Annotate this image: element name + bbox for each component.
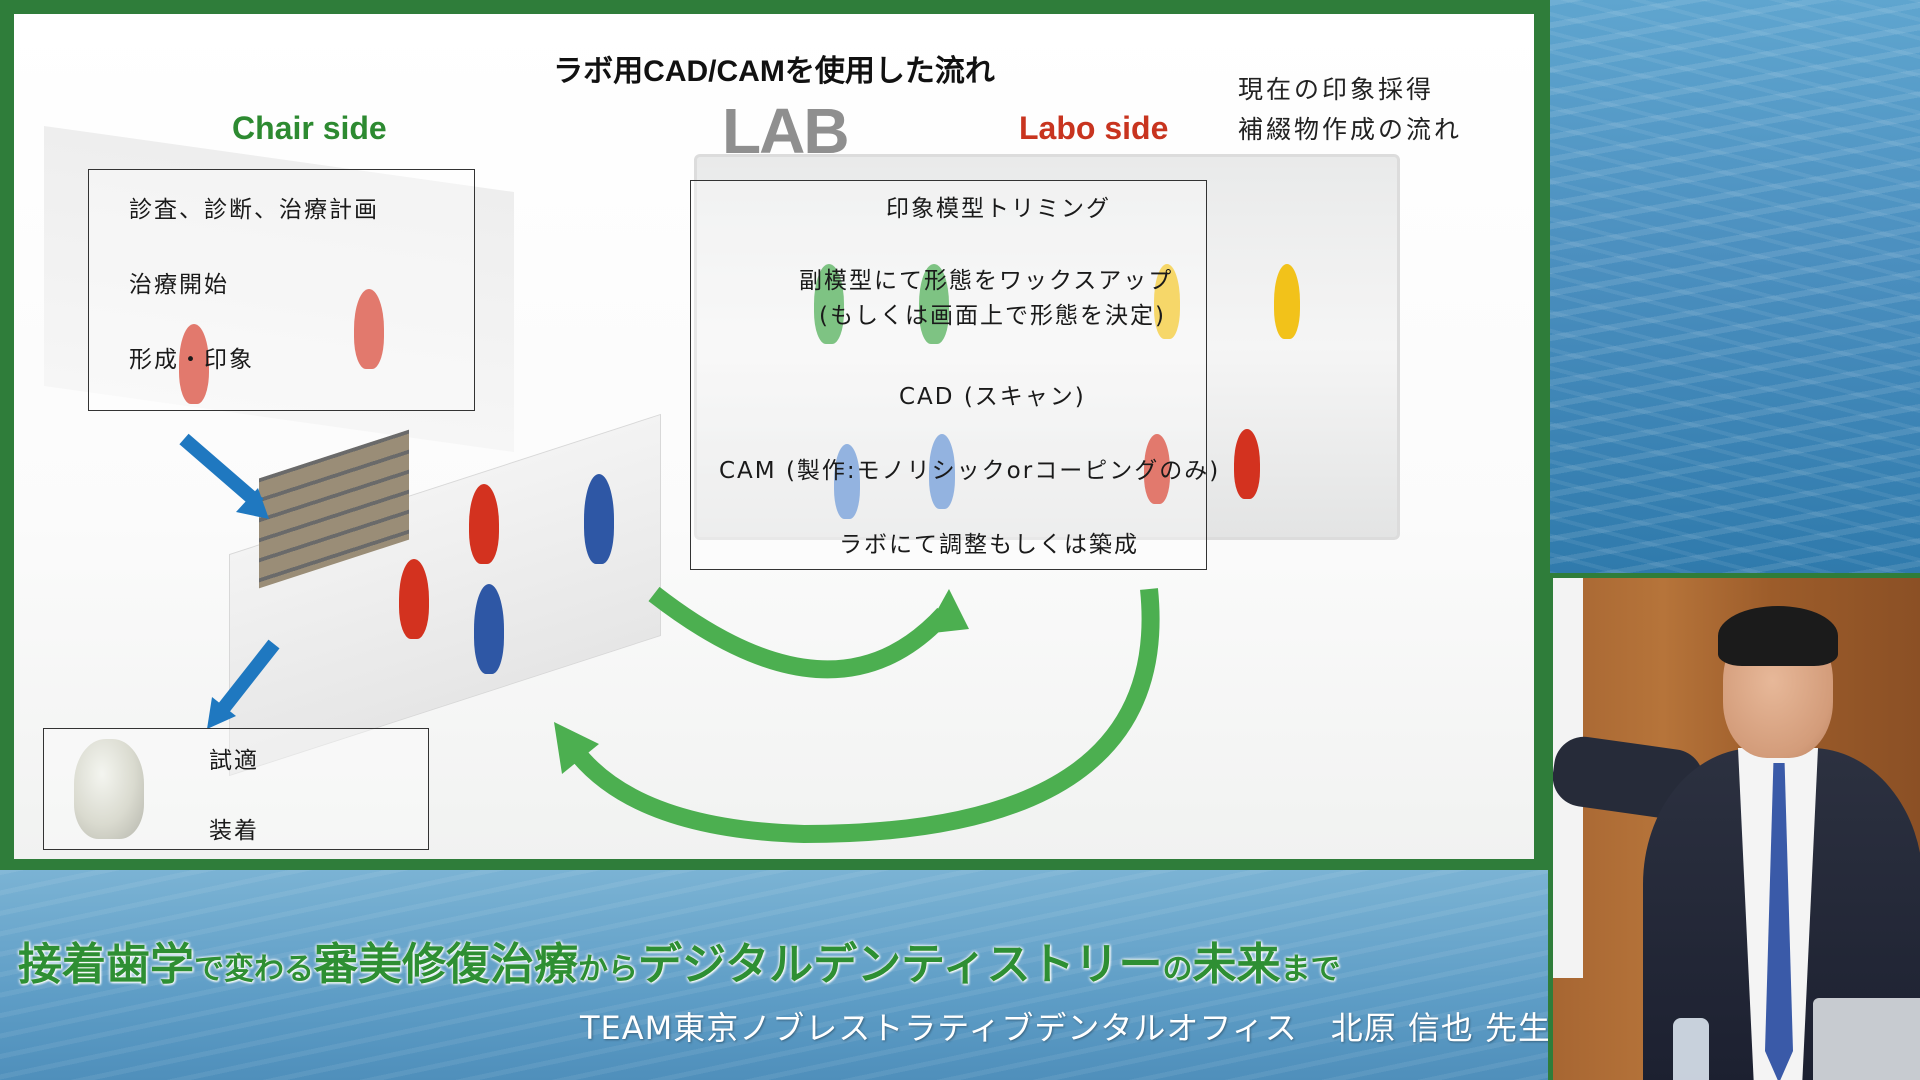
flow-arrows [179,433,1160,844]
lab-step: (もしくは画面上で形態を決定) [819,303,1166,329]
blue-arrow-head [207,697,236,729]
red-figure [1234,429,1260,499]
blue-figure [584,474,614,564]
title-part: の [1162,952,1193,987]
note-line: 補綴物作成の流れ [1238,115,1463,144]
blue-arrow-down-left [213,639,280,719]
red-figure [354,289,384,369]
lecture-title: 接着歯学で変わる審美修復治療からデジタルデンティストリーの未来まで [18,928,1340,992]
note-line: 現在の印象採得 [1238,75,1435,104]
lab-step: ラボにて調整もしくは築成 [839,532,1139,558]
title-part: 未来 [1192,939,1281,990]
green-arrow-to-lab [648,586,951,679]
slide-title: ラボ用CAD/CAMを使用した流れ [553,55,995,88]
lecturer-credit: TEAM東京ノブレストラティブデンタルオフィス 北原 信也 先生 [580,1009,1552,1047]
title-part: から [578,952,638,987]
speaker-hair [1718,606,1838,666]
title-part: で変わる [194,952,314,987]
title-part: 審美修復治療 [314,939,578,990]
fit-step: 試適 [209,748,259,774]
green-arrow-head [554,722,599,774]
green-figure [919,264,949,344]
lab-step: 副模型にて形態をワックスアップ [799,268,1174,294]
yellow-figure [1154,264,1180,339]
crown-image [74,739,144,839]
title-part: デジタルデンティストリー [638,939,1163,990]
blue-arrow-head [236,488,269,519]
blue-figure [474,584,504,674]
slide-frame: ラボ用CAD/CAMを使用した流れ Chair side LAB Labo si… [0,0,1550,870]
fit-steps-box: 試適 装着 [43,728,429,850]
lab-step: 印象模型トリミング [886,196,1111,222]
water-bottle [1673,1018,1709,1080]
blue-arrow-down [179,433,264,510]
green-arrow-head [924,589,969,634]
laptop [1813,998,1920,1080]
red-figure [1144,434,1170,504]
lab-step: CAD (スキャン) [899,384,1086,410]
chair-step: 形成・印象 [129,347,254,373]
red-figure [179,324,209,404]
presentation-slide: ラボ用CAD/CAMを使用した流れ Chair side LAB Labo si… [14,14,1534,859]
labo-side-label: Labo side [1019,110,1169,146]
green-figure [814,264,844,344]
lab-step: CAM (製作:モノリシックorコーピングのみ) [719,458,1221,484]
lab-rooms-illustration [694,154,1400,540]
water-background [1550,0,1920,575]
fit-step: 装着 [209,818,259,844]
green-arrow-to-clinic [566,588,1160,844]
chair-step: 診査、診断、治療計画 [129,197,379,223]
title-part: まで [1280,952,1341,987]
speaker-video [1553,578,1920,1080]
chair-steps-box: 診査、診断、治療計画 治療開始 形成・印象 [88,169,475,411]
chair-step: 治療開始 [129,272,229,298]
yellow-figure [1274,264,1300,339]
current-flow-note: 現在の印象採得 補綴物作成の流れ [1238,70,1462,150]
blue-figure [834,444,860,519]
red-figure [469,484,499,564]
title-part: 接着歯学 [18,939,194,990]
lecture-banner [0,870,1550,1080]
blue-figure [929,434,955,509]
chair-side-label: Chair side [232,110,387,146]
lab-logo: LAB [722,95,850,167]
lab-steps-box: 印象模型トリミング 副模型にて形態をワックスアップ (もしくは画面上で形態を決定… [690,180,1218,570]
red-figure [399,559,429,639]
